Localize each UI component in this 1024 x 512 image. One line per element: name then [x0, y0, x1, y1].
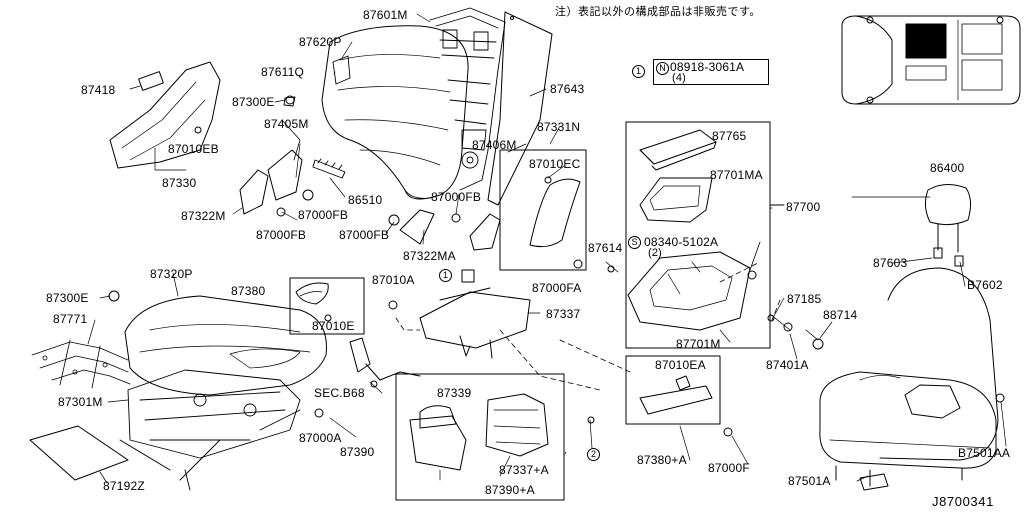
lower-bracket: [388, 209, 501, 251]
ref-marker-1: 1: [439, 269, 452, 282]
spring-wires: [31, 339, 131, 389]
drawing-number: J8700341: [932, 494, 994, 509]
label-87000A[interactable]: 87000A: [299, 431, 342, 445]
label-86510[interactable]: 86510: [348, 193, 383, 207]
headrest: [924, 184, 972, 267]
storage-box-87390: [395, 373, 565, 501]
label-87700[interactable]: 87700: [786, 200, 821, 214]
seat-back-cushion: [321, 25, 469, 200]
label-87300E-left[interactable]: 87300E: [46, 291, 89, 305]
label-87390-a[interactable]: 87390+A: [485, 483, 535, 497]
label-87701MA[interactable]: 87701MA: [710, 168, 763, 182]
label-87000FB-d[interactable]: 87000FB: [431, 190, 482, 204]
label-sec-b68[interactable]: SEC.B68: [314, 386, 365, 400]
s-marker-icon: S: [628, 236, 641, 249]
seat-frame: [119, 369, 301, 491]
leader-lines: [605, 241, 819, 341]
side-trim-assembly: [109, 61, 221, 169]
seat-mat: [29, 425, 129, 481]
label-87000FB-b[interactable]: 87000FB: [256, 228, 307, 242]
n-marker-icon: N: [656, 62, 669, 75]
label-87601M[interactable]: 87601M: [363, 8, 408, 22]
label-87337-a[interactable]: 87337+A: [499, 463, 549, 477]
label-87000FA[interactable]: 87000FA: [532, 281, 582, 295]
fastener-s-qty: (2): [648, 247, 663, 259]
label-87010EC[interactable]: 87010EC: [529, 157, 581, 171]
cup-holder-87380: [289, 277, 365, 335]
label-87765[interactable]: 87765: [712, 129, 747, 143]
label-87602[interactable]: B7602: [967, 278, 1003, 292]
label-87337[interactable]: 87337: [546, 307, 581, 321]
label-87614[interactable]: 87614: [588, 241, 623, 255]
headrest-guide-parts: [283, 55, 351, 179]
label-87405M[interactable]: 87405M: [264, 117, 309, 131]
label-87320P[interactable]: 87320P: [150, 267, 193, 281]
label-87771[interactable]: 87771: [53, 312, 88, 326]
label-87322MA[interactable]: 87322MA: [403, 249, 456, 263]
console-box-group: [625, 121, 785, 349]
label-87192Z[interactable]: 87192Z: [103, 479, 145, 493]
label-87331N[interactable]: 87331N: [537, 120, 581, 134]
label-87000FB-a[interactable]: 87000FB: [298, 208, 349, 222]
ref-marker-2: 2: [587, 448, 600, 461]
pocket-trim-87331N: [499, 149, 587, 271]
harness-sec-b68: [349, 337, 421, 388]
label-87010A[interactable]: 87010A: [372, 273, 415, 287]
tray-bracket-87337: [419, 269, 531, 359]
label-87501A[interactable]: 87501A: [788, 474, 831, 488]
fastener-n-part: 08918-3061A: [670, 60, 745, 74]
tray-87380a: [625, 355, 721, 425]
label-87643[interactable]: 87643: [550, 82, 585, 96]
fastener-s-part[interactable]: 08340-5102A: [644, 235, 719, 249]
label-87418[interactable]: 87418: [81, 83, 116, 97]
complete-seat-illustration: [819, 267, 999, 491]
label-87620P[interactable]: 87620P: [299, 35, 342, 49]
label-86400[interactable]: 86400: [930, 161, 965, 175]
ref-marker-1-legend: 1: [632, 65, 645, 78]
label-87501AA[interactable]: B7501AA: [958, 446, 1011, 460]
label-87380-a[interactable]: 87380+A: [637, 453, 687, 467]
fasteners: [108, 95, 1005, 437]
label-87701M[interactable]: 87701M: [676, 337, 721, 351]
label-87401A[interactable]: 87401A: [766, 358, 809, 372]
label-87010E[interactable]: 87010E: [312, 319, 355, 333]
label-87406M[interactable]: 87406M: [472, 138, 517, 152]
label-87000FB-c[interactable]: 87000FB: [339, 228, 390, 242]
callout-lines: [87, 13, 1007, 484]
label-87000F[interactable]: 87000F: [708, 461, 750, 475]
label-87301M[interactable]: 87301M: [58, 395, 103, 409]
label-87010EA[interactable]: 87010EA: [655, 358, 706, 372]
recliner-covers: [239, 119, 314, 217]
label-87322M[interactable]: 87322M: [181, 209, 226, 223]
label-88714[interactable]: 88714: [823, 308, 858, 322]
seat-back-frame: [429, 7, 506, 191]
label-87010EB[interactable]: 87010EB: [168, 142, 219, 156]
label-87611Q[interactable]: 87611Q: [261, 65, 305, 79]
label-87390[interactable]: 87390: [340, 445, 375, 459]
label-87330[interactable]: 87330: [162, 176, 197, 190]
note-non-sale-parts: 注）表記以外の構成部品は非販売です。: [555, 5, 761, 18]
label-87603[interactable]: 87603: [873, 256, 908, 270]
vehicle-locator-illustration: [841, 15, 1021, 105]
label-87300E-top[interactable]: 87300E: [232, 95, 275, 109]
back-board: [487, 11, 553, 206]
fastener-n-callout[interactable]: N 08918-3061A (4): [653, 59, 769, 85]
dashed-leaders: [395, 261, 781, 391]
label-87185[interactable]: 87185: [787, 292, 822, 306]
label-87380[interactable]: 87380: [231, 284, 266, 298]
label-87339[interactable]: 87339: [437, 386, 472, 400]
fastener-n-qty: (4): [672, 72, 687, 84]
seat-cushion: [124, 295, 327, 396]
